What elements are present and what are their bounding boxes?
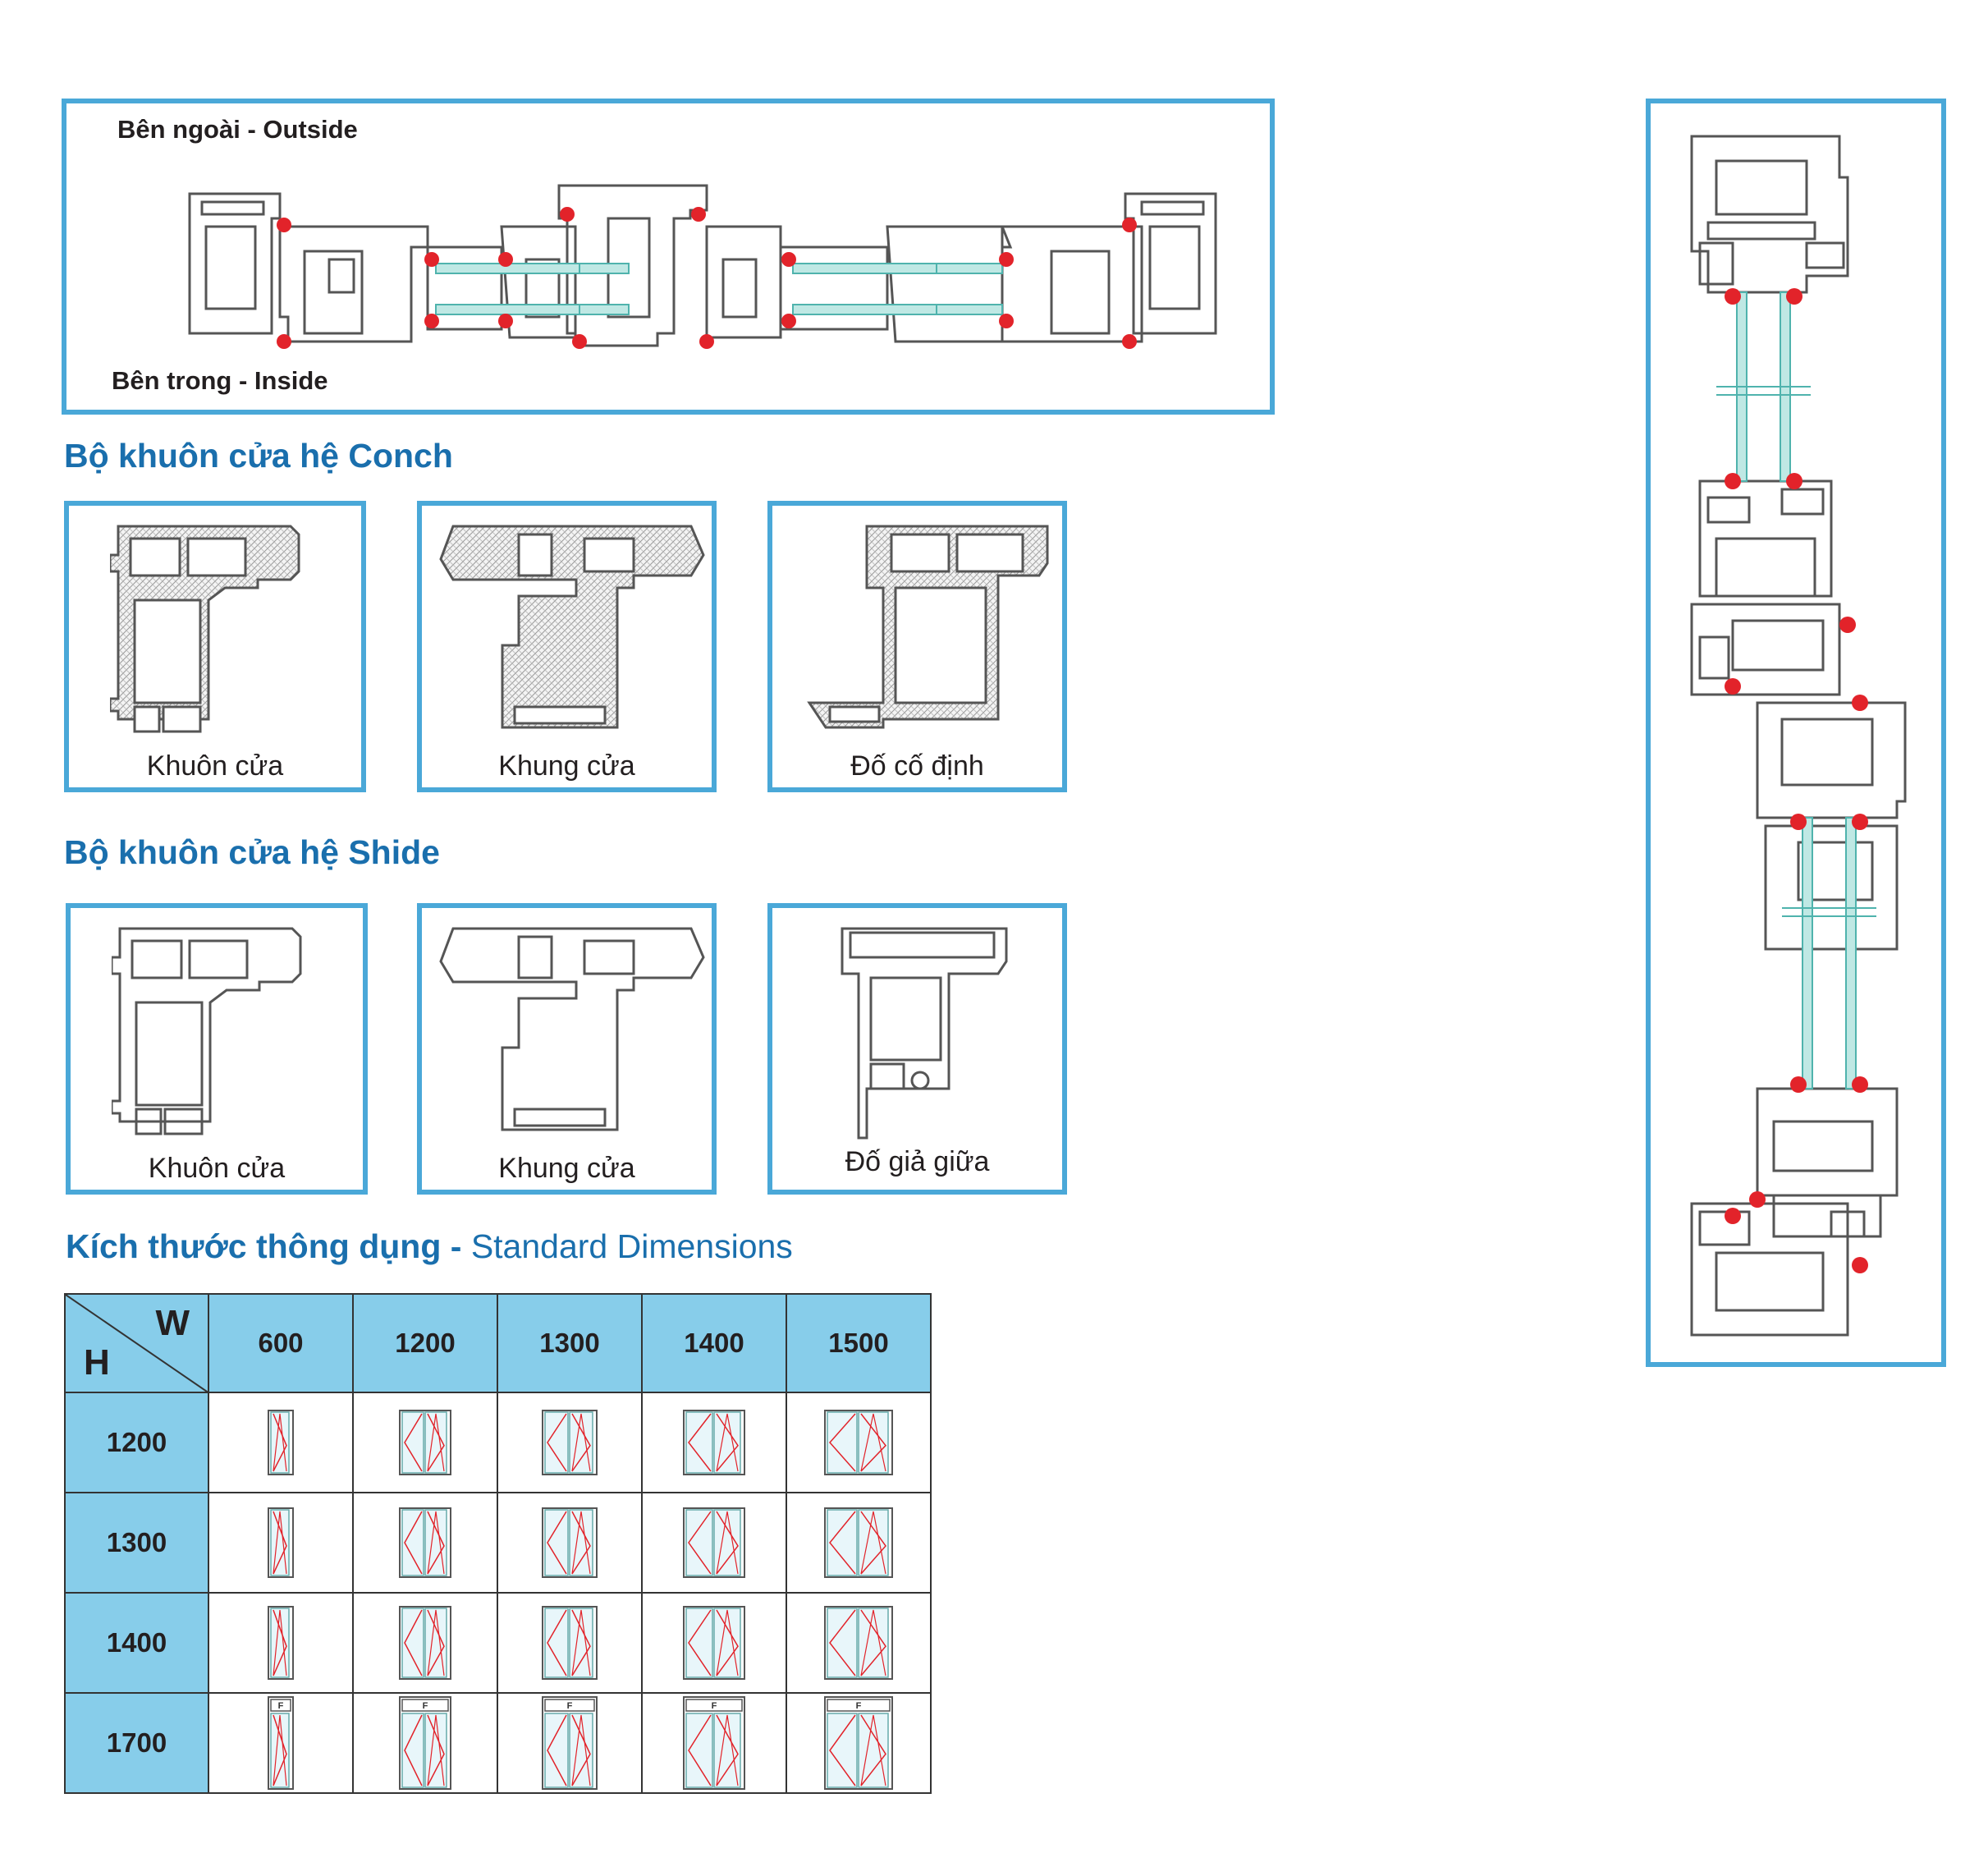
false-mullion-profile-icon [841, 927, 1008, 1140]
table-corner: W H [64, 1293, 209, 1393]
window-cell [786, 1492, 932, 1594]
width-axis-label: W [155, 1303, 190, 1343]
window-elevation-icon [824, 1606, 893, 1680]
inside-label: Bên trong - Inside [112, 366, 328, 395]
window-elevation-icon [399, 1606, 451, 1680]
shide-mullion-card: Đố giả giữa [767, 903, 1067, 1195]
shide-frame-card: Khuôn cửa [66, 903, 368, 1195]
width-header: 1500 [786, 1293, 932, 1393]
window-cell [497, 1592, 643, 1694]
window-cell [497, 1492, 643, 1594]
dimensions-title-light: Standard Dimensions [470, 1227, 793, 1265]
window-elevation-icon [683, 1606, 745, 1680]
window-cell: F [786, 1692, 932, 1794]
window-elevation-icon [542, 1606, 598, 1680]
width-header: 1300 [497, 1293, 643, 1393]
conch-mullion-card: Đố cố định [767, 501, 1067, 792]
width-header: 600 [208, 1293, 354, 1393]
svg-text:F: F [567, 1701, 573, 1711]
window-cell [786, 1392, 932, 1493]
svg-text:F: F [278, 1701, 284, 1711]
window-elevation-icon [824, 1507, 893, 1578]
conch-section-title: Bộ khuôn cửa hệ Conch [64, 437, 453, 475]
shide-sash-caption: Khung cửa [498, 1153, 635, 1184]
vertical-section-panel [1646, 99, 1946, 1367]
outside-label: Bên ngoài - Outside [117, 115, 358, 144]
window-cell [352, 1492, 498, 1594]
conch-sash-caption: Khung cửa [498, 750, 635, 782]
shide-sash-card: Khung cửa [417, 903, 717, 1195]
shide-mullion-caption: Đố giả giữa [845, 1146, 990, 1177]
window-cell: F [208, 1692, 354, 1794]
window-elevation-icon: F [542, 1696, 598, 1790]
conch-sash-card: Khung cửa [417, 501, 717, 792]
window-cell [641, 1492, 787, 1594]
window-elevation-icon [542, 1507, 598, 1578]
window-cell [786, 1592, 932, 1694]
horizontal-section-panel: Bên ngoài - Outside Bên trong - Inside [62, 99, 1275, 415]
width-header: 1200 [352, 1293, 498, 1393]
conch-frame-card: Khuôn cửa [64, 501, 366, 792]
window-elevation-icon: F [683, 1696, 745, 1790]
window-cell: F [641, 1692, 787, 1794]
window-elevation-icon [683, 1410, 745, 1475]
window-elevation-icon [268, 1410, 294, 1475]
window-cell [208, 1592, 354, 1694]
svg-text:F: F [423, 1701, 428, 1711]
svg-text:F: F [712, 1701, 717, 1711]
dimensions-title-bold: Kích thước thông dụng - [66, 1227, 471, 1265]
frame-profile-icon [110, 525, 300, 733]
window-cell: F [352, 1692, 498, 1794]
conch-frame-caption: Khuôn cửa [146, 750, 284, 782]
window-elevation-icon [268, 1606, 294, 1680]
table-row: 1300 [64, 1492, 932, 1594]
dimensions-title: Kích thước thông dụng - Standard Dimensi… [66, 1227, 793, 1266]
window-cell [497, 1392, 643, 1493]
conch-mullion-caption: Đố cố định [850, 750, 984, 782]
svg-text:F: F [856, 1701, 862, 1711]
window-elevation-icon: F [824, 1696, 893, 1790]
window-elevation-icon [824, 1410, 893, 1475]
window-cell [641, 1592, 787, 1694]
vertical-section-drawing [1690, 135, 1907, 1337]
height-header: 1400 [64, 1592, 209, 1694]
table-row: 1200 [64, 1392, 932, 1493]
height-header: 1700 [64, 1692, 209, 1794]
width-header: 1400 [641, 1293, 787, 1393]
height-axis-label: H [84, 1342, 110, 1383]
table-row: 1400 [64, 1592, 932, 1694]
window-cell [352, 1392, 498, 1493]
window-elevation-icon [399, 1507, 451, 1578]
window-elevation-icon: F [399, 1696, 451, 1790]
sash-profile-icon [439, 525, 705, 729]
window-cell [208, 1492, 354, 1594]
window-elevation-icon [683, 1507, 745, 1578]
height-header: 1300 [64, 1492, 209, 1594]
window-cell [352, 1592, 498, 1694]
shide-section-title: Bộ khuôn cửa hệ Shide [64, 833, 440, 871]
shide-frame-caption: Khuôn cửa [148, 1153, 286, 1184]
window-elevation-icon [542, 1410, 598, 1475]
table-row: 1700 F F F F F [64, 1692, 932, 1794]
window-elevation-icon [399, 1410, 451, 1475]
window-cell [641, 1392, 787, 1493]
horizontal-section-drawing [188, 184, 1217, 349]
frame-profile-icon [112, 927, 302, 1135]
window-cell [208, 1392, 354, 1493]
window-cell: F [497, 1692, 643, 1794]
window-elevation-icon [268, 1507, 294, 1578]
fixed-mullion-profile-icon [807, 525, 1049, 729]
height-header: 1200 [64, 1392, 209, 1493]
window-elevation-icon: F [268, 1696, 294, 1790]
standard-dimensions-table: W H 600 1200 1300 1400 1500 1200 1300 14… [64, 1293, 932, 1794]
sash-profile-icon [439, 927, 705, 1131]
